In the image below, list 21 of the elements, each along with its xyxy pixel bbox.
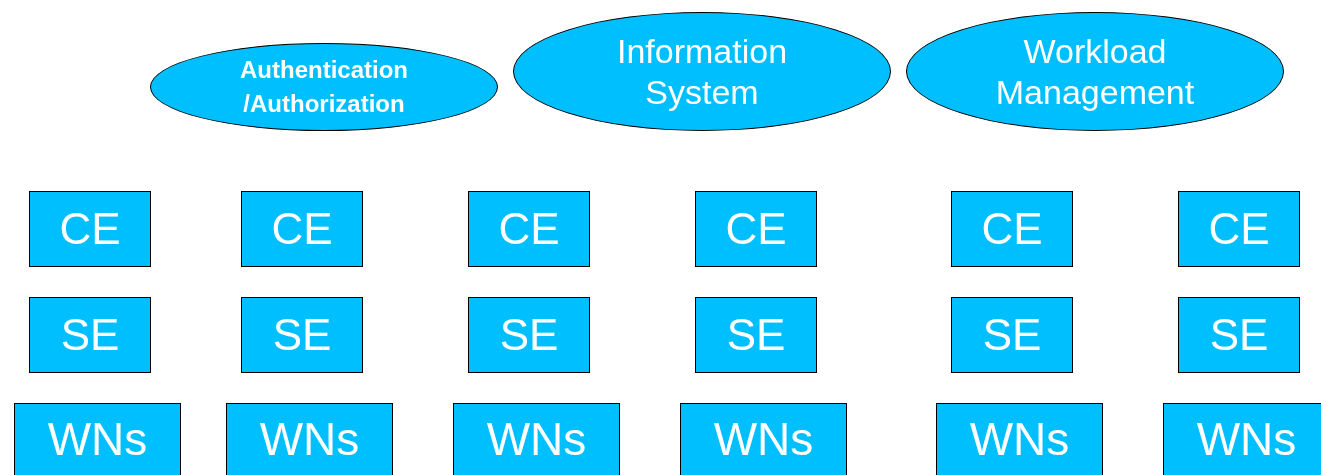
- process-box: WNs: [14, 403, 181, 475]
- ellipse-node: Authentication /Authorization: [150, 43, 498, 131]
- process-box: SE: [29, 297, 151, 373]
- process-box: WNs: [936, 403, 1103, 475]
- process-box: SE: [951, 297, 1073, 373]
- process-box: SE: [1178, 297, 1300, 373]
- process-box: CE: [951, 191, 1073, 267]
- process-box: SE: [695, 297, 817, 373]
- process-box: WNs: [453, 403, 620, 475]
- process-box: CE: [241, 191, 363, 267]
- process-box: SE: [468, 297, 590, 373]
- process-box: CE: [695, 191, 817, 267]
- process-box: CE: [29, 191, 151, 267]
- process-box: CE: [1178, 191, 1300, 267]
- ellipse-node: Information System: [513, 12, 891, 131]
- process-box: WNs: [226, 403, 393, 475]
- process-box: SE: [241, 297, 363, 373]
- ellipse-node: Workload Management: [906, 12, 1284, 131]
- process-box: CE: [468, 191, 590, 267]
- process-box: WNs: [680, 403, 847, 475]
- process-box: WNs: [1163, 403, 1321, 475]
